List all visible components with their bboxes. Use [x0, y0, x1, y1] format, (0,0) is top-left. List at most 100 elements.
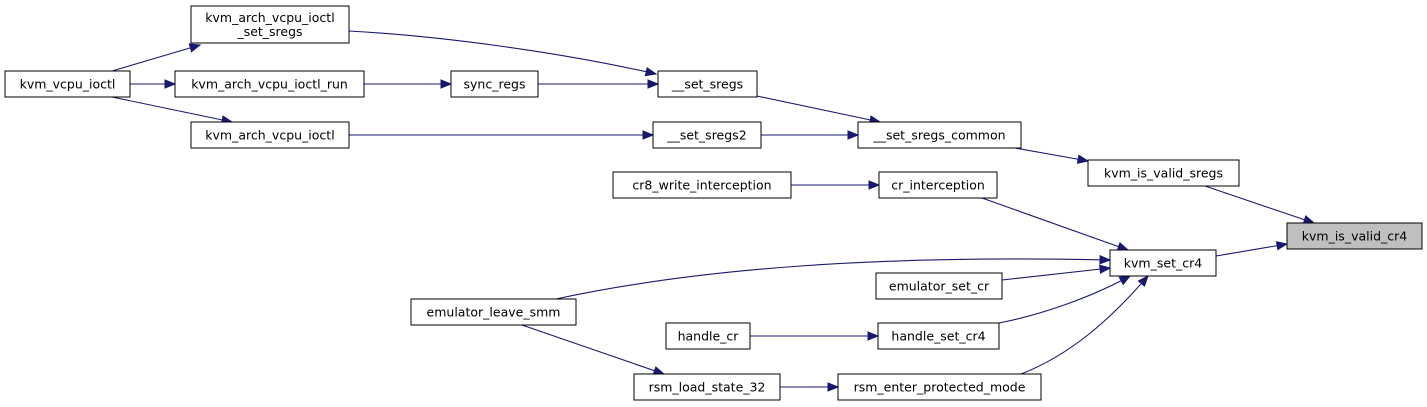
node-box: [878, 171, 998, 199]
edge-line: [348, 30, 657, 75]
node-label: sync_regs: [464, 77, 526, 92]
node-label: __set_sregs2: [666, 128, 746, 143]
node-cr8-write-interception[interactable]: cr8_write_interception: [612, 171, 792, 199]
node-box: [837, 373, 1042, 401]
node-kvm-arch-vcpu-ioctl[interactable]: kvm_arch_vcpu_ioctl: [190, 121, 350, 149]
arrowhead-icon: [647, 79, 660, 89]
arrowhead-icon: [1099, 264, 1112, 274]
node-set-sregs2[interactable]: __set_sregs2: [652, 121, 762, 149]
node-box: [652, 121, 762, 149]
node-set-sregs-common[interactable]: __set_sregs_common: [857, 121, 1022, 149]
edge-__set_sregs_common-to-kvm_is_valid_sregs: [1014, 147, 1090, 164]
node-box: [450, 70, 539, 98]
node-label: rsm_load_state_32: [649, 380, 766, 395]
arrowhead-icon: [868, 180, 881, 190]
node-box: [665, 322, 751, 350]
node-box: [174, 70, 365, 98]
node-box: [4, 70, 131, 98]
edge-__set_sregs-to-__set_sregs_common: [756, 95, 882, 125]
node-box: [190, 121, 350, 149]
arrowhead-icon: [1118, 275, 1132, 286]
node-label: kvm_arch_vcpu_ioctl: [205, 128, 334, 143]
arrowhead-icon: [644, 67, 658, 77]
node-label: cr8_write_interception: [632, 178, 771, 193]
node-kvm-set-cr4[interactable]: kvm_set_cr4: [1109, 249, 1217, 277]
node-emulator-set-cr[interactable]: emulator_set_cr: [875, 272, 1003, 300]
node-box: [657, 70, 758, 98]
node-rsm-load-state-32[interactable]: rsm_load_state_32: [633, 373, 781, 401]
node-label: handle_set_cr4: [891, 329, 985, 344]
edge-line: [111, 44, 201, 72]
node-box: [857, 121, 1022, 149]
node-sync-regs[interactable]: sync_regs: [450, 70, 539, 98]
edge-line: [1001, 267, 1111, 281]
edge-kvm_set_cr4-to-kvm_is_valid_cr4: [1215, 241, 1289, 257]
edge-kvm_arch_vcpu_ioctl_run-to-sync_regs: [364, 79, 453, 89]
arrowhead-icon: [827, 382, 840, 392]
node-box: [1087, 159, 1240, 187]
edge-line: [111, 96, 233, 123]
edges-layer: [111, 30, 1316, 392]
node-kvm-vcpu-ioctl[interactable]: kvm_vcpu_ioctl: [4, 70, 131, 98]
arrowhead-icon: [652, 366, 666, 376]
node-kvm-arch-vcpu-ioctl-set-sregs[interactable]: kvm_arch_vcpu_ioctl_set_sregs: [190, 5, 350, 44]
node-rsm-enter-protected-mode[interactable]: rsm_enter_protected_mode: [837, 373, 1042, 401]
node-label: emulator_set_cr: [889, 279, 990, 294]
node-emulator-leave-smm[interactable]: emulator_leave_smm: [410, 298, 577, 326]
node-cr-interception[interactable]: cr_interception: [878, 171, 998, 199]
node-label: cr_interception: [891, 178, 985, 193]
node-kvm-is-valid-sregs[interactable]: kvm_is_valid_sregs: [1087, 159, 1240, 187]
edge-line: [1204, 185, 1315, 224]
node-kvm-is-valid-cr4[interactable]: kvm_is_valid_cr4: [1286, 222, 1423, 250]
node-kvm-arch-vcpu-ioctl-run[interactable]: kvm_arch_vcpu_ioctl_run: [174, 70, 365, 98]
edge-line: [555, 258, 1111, 300]
node-handle-set-cr4[interactable]: handle_set_cr4: [877, 322, 1000, 350]
node-label: kvm_is_valid_cr4: [1302, 229, 1407, 244]
node-label: _set_sregs: [236, 24, 302, 39]
edge-handle_set_cr4-to-kvm_set_cr4: [998, 275, 1132, 324]
edge-cr8_write_interception-to-cr_interception: [791, 180, 881, 190]
arrowhead-icon: [642, 130, 655, 140]
node-label: kvm_is_valid_sregs: [1104, 166, 1223, 181]
edge-__set_sregs2-to-__set_sregs_common: [761, 130, 860, 140]
edge-line: [756, 95, 881, 123]
edge-cr_interception-to-kvm_set_cr4: [981, 197, 1130, 251]
edge-kvm_vcpu_ioctl-to-kvm_arch_vcpu_ioctl_set_sregs: [111, 43, 202, 72]
arrowhead-icon: [867, 331, 880, 341]
arrowhead-icon: [1302, 215, 1316, 225]
edge-line: [998, 275, 1131, 324]
edge-emulator_leave_smm-to-kvm_set_cr4: [555, 255, 1112, 300]
arrowhead-icon: [1137, 274, 1149, 288]
edge-emulator_set_cr-to-kvm_set_cr4: [1001, 264, 1112, 281]
node-box: [1286, 222, 1423, 250]
node-label: __set_sregs: [671, 77, 743, 92]
node-box: [410, 298, 577, 326]
edge-line: [981, 197, 1129, 251]
node-box: [633, 373, 781, 401]
node-label: emulator_leave_smm: [427, 305, 561, 320]
arrowhead-icon: [1076, 154, 1090, 164]
node-set-sregs[interactable]: __set_sregs: [657, 70, 758, 98]
node-box: [877, 322, 1000, 350]
arrowhead-icon: [164, 79, 177, 89]
edge-line: [1014, 147, 1089, 162]
edge-line: [1020, 275, 1149, 375]
node-label: kvm_arch_vcpu_ioctl: [205, 10, 334, 25]
edge-rsm_enter_protected_mode-to-kvm_set_cr4: [1020, 274, 1149, 375]
arrowhead-icon: [188, 43, 202, 53]
node-label: handle_cr: [678, 329, 740, 344]
node-box: [1109, 249, 1217, 277]
arrowhead-icon: [1275, 241, 1289, 251]
edge-kvm_is_valid_sregs-to-kvm_is_valid_cr4: [1204, 185, 1316, 225]
edge-line: [1215, 243, 1288, 257]
node-box: [190, 5, 350, 44]
edge-kvm_vcpu_ioctl-to-kvm_arch_vcpu_ioctl: [111, 96, 234, 125]
node-label: kvm_set_cr4: [1124, 256, 1202, 271]
edge-kvm_vcpu_ioctl-to-kvm_arch_vcpu_ioctl_run: [130, 79, 177, 89]
node-handle-cr[interactable]: handle_cr: [665, 322, 751, 350]
node-label: kvm_arch_vcpu_ioctl_run: [191, 77, 348, 92]
edge-line: [521, 324, 665, 375]
node-box: [875, 272, 1003, 300]
arrowhead-icon: [847, 130, 860, 140]
